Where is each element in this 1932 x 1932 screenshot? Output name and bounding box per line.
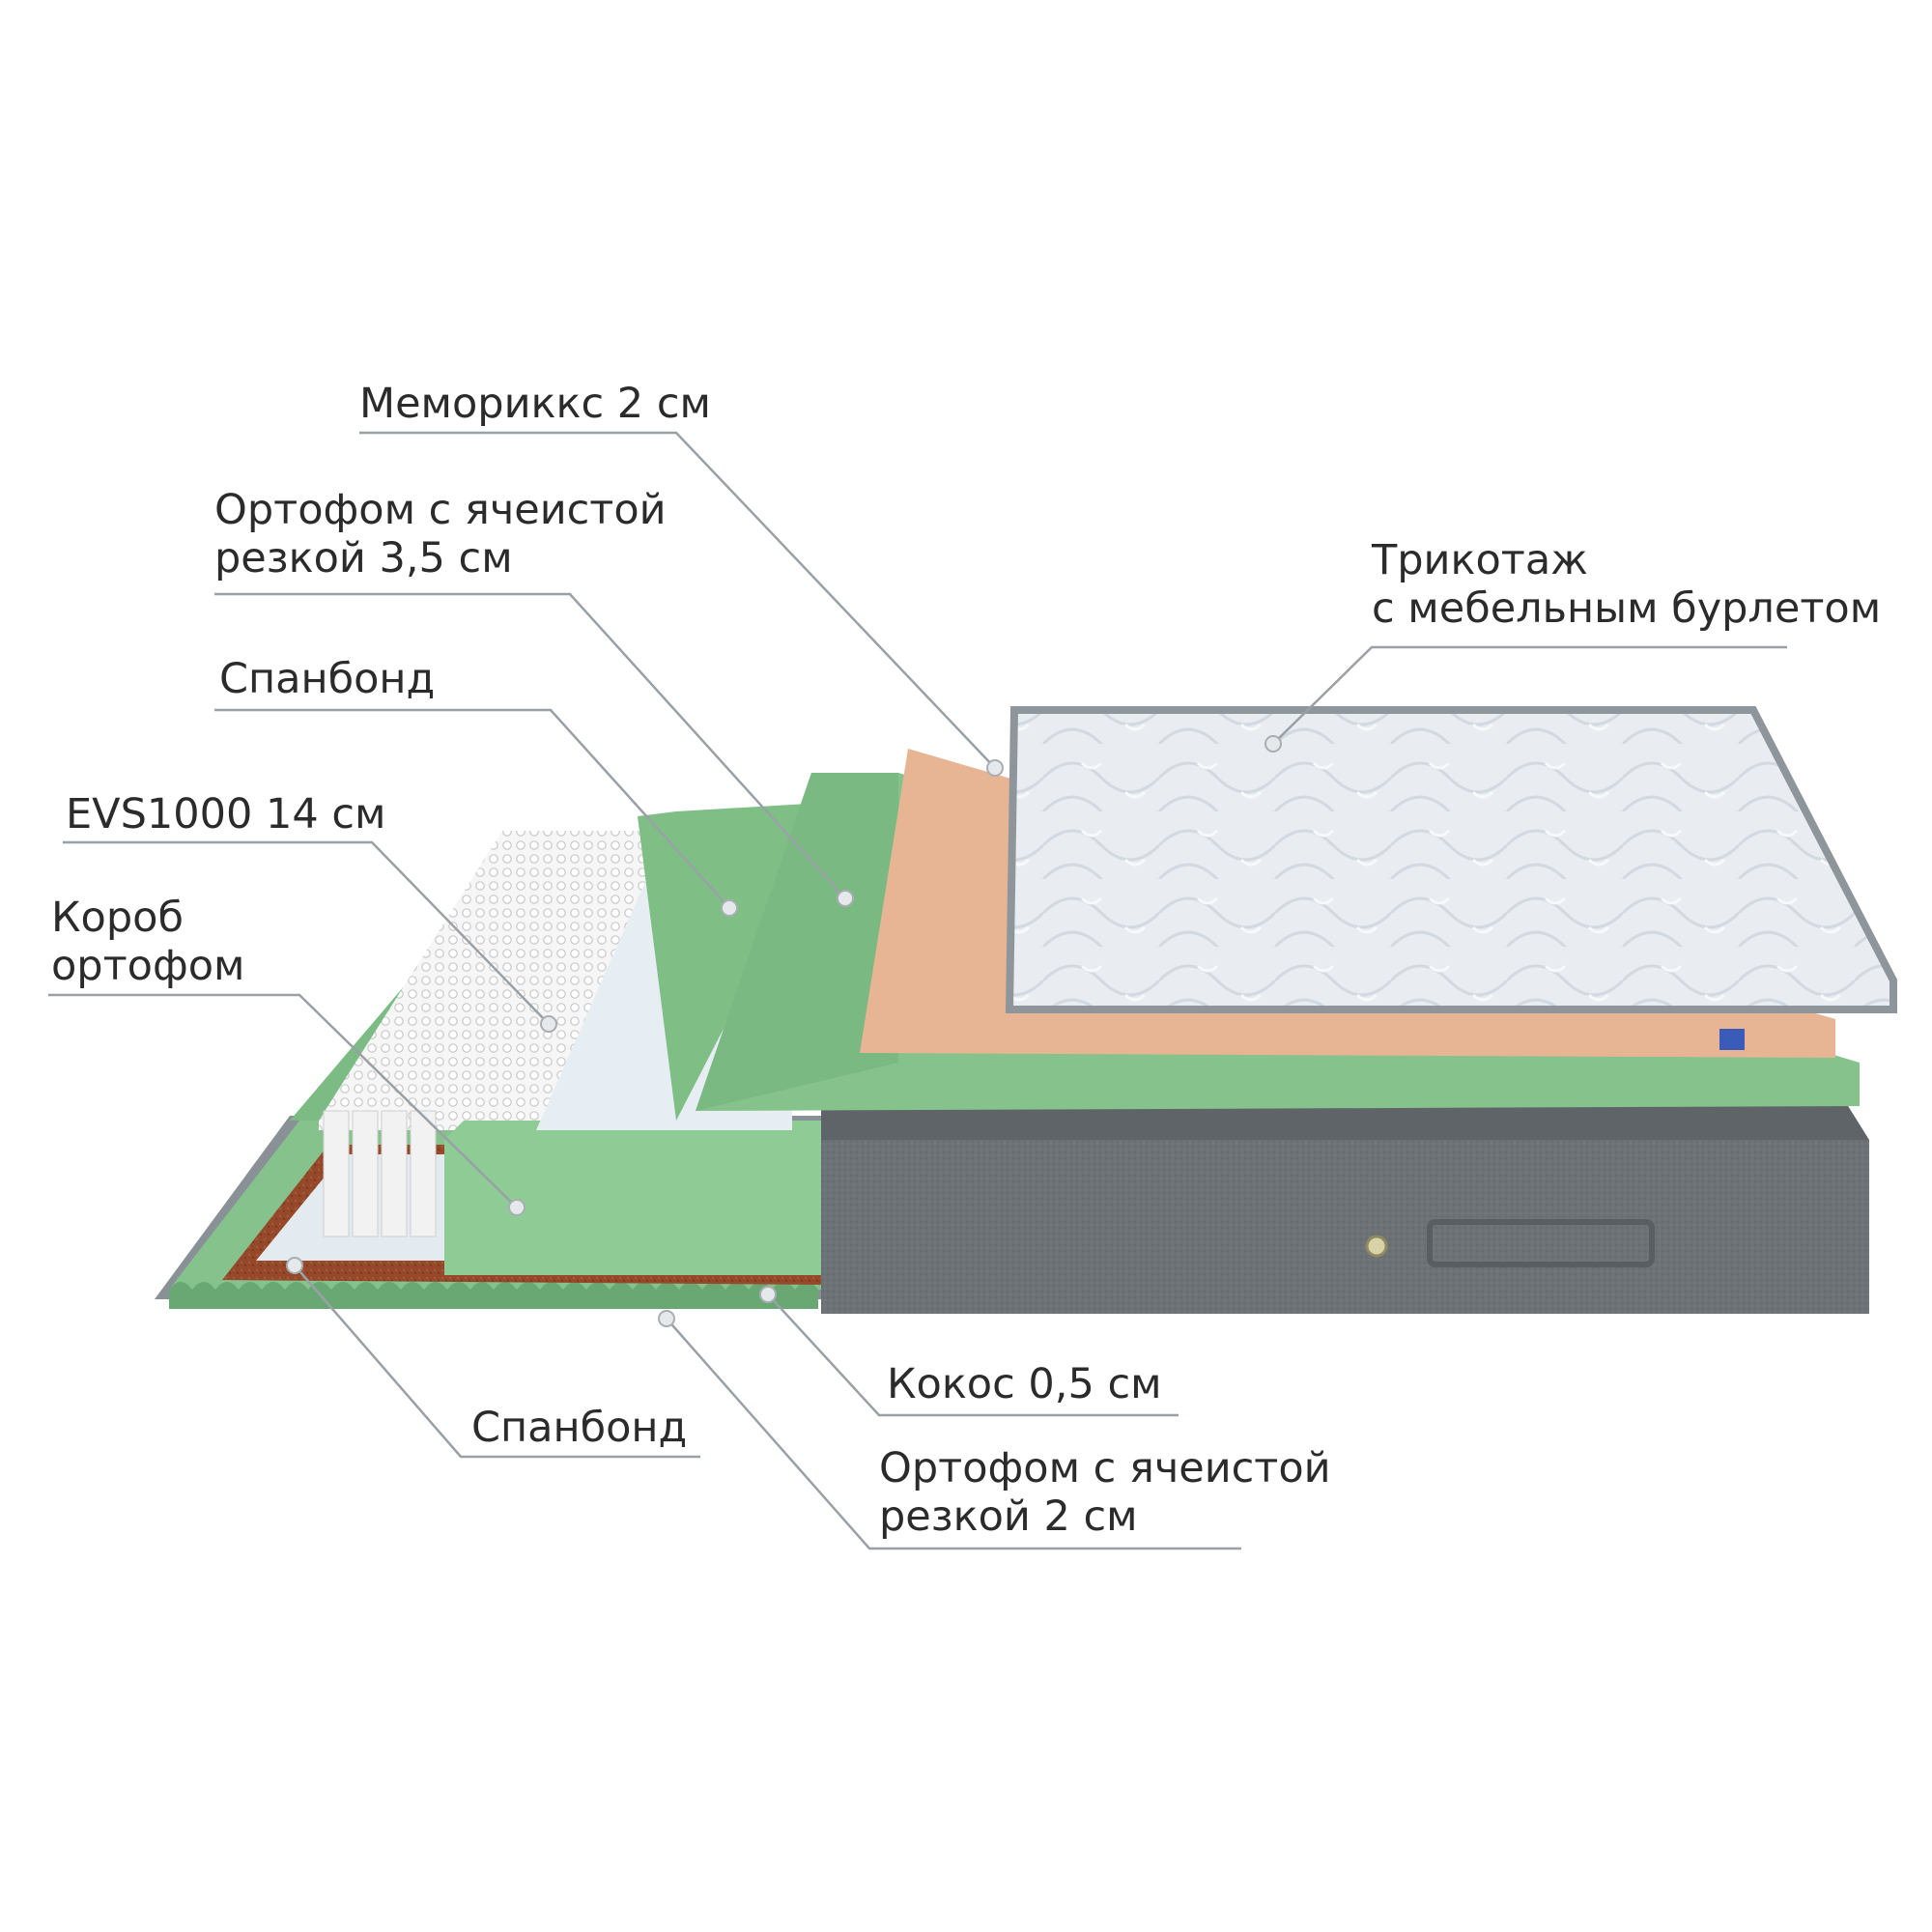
dot-ortofom-bottom — [658, 1310, 675, 1327]
dot-spanbond-bottom — [286, 1257, 303, 1274]
dot-evs — [540, 1015, 557, 1033]
label-memorix-line-1: Мемориккс 2 см — [359, 380, 711, 428]
dot-ortofom-top — [837, 890, 854, 907]
label-spanbond-bottom: Спанбонд — [471, 1404, 687, 1452]
leader-trikotazh — [1272, 645, 1787, 745]
label-spanbond-top: Спанбонд — [219, 655, 435, 703]
air-vent — [1365, 1235, 1388, 1258]
mattress-cover-top — [821, 1101, 1869, 1140]
label-ortofom-top-line-1: Ортофом с ячеистой — [214, 486, 667, 534]
ortofom-top-egg — [696, 773, 898, 1111]
label-ortofom-top: Ортофом с ячеистой резкой 3,5 см — [214, 486, 667, 582]
dot-spanbond-top — [721, 899, 738, 917]
label-kokos: Кокос 0,5 см — [887, 1360, 1162, 1408]
knit-top-layer — [1005, 706, 1897, 1013]
dot-trikotazh — [1264, 735, 1282, 753]
spring-front-columns — [323, 1110, 437, 1237]
leader-evs — [63, 840, 550, 1025]
leader-kokos — [767, 1293, 1179, 1417]
label-ortofom-bottom-line-1: Ортофом с ячеистой — [879, 1444, 1331, 1492]
label-korob-line-1: Короб — [51, 894, 184, 942]
dot-kokos — [759, 1286, 777, 1303]
side-handle — [1427, 1219, 1655, 1267]
leader-lines — [48, 431, 1787, 1550]
label-trikotazh-line-2: с мебельным бурлетом — [1372, 584, 1882, 633]
leader-dots — [286, 735, 1282, 1327]
label-spanbond-bottom-line-1: Спанбонд — [471, 1404, 688, 1452]
bottom-ortofom-wave — [169, 1282, 818, 1309]
leader-spanbond-bottom — [294, 1264, 700, 1459]
leader-ortofom-top — [214, 592, 846, 899]
leader-spanbond-top — [214, 708, 730, 909]
leader-korob — [48, 993, 518, 1208]
label-memorix: Мемориккс 2 см — [359, 380, 711, 428]
brand-tag — [1719, 1029, 1745, 1050]
leader-memorix — [359, 431, 996, 769]
dot-korob — [508, 1199, 526, 1216]
label-trikotazh: Трикотаж с мебельным бурлетом — [1372, 536, 1881, 633]
label-evs: EVS1000 14 см — [66, 790, 385, 838]
leader-ortofom-bottom — [666, 1318, 1241, 1550]
label-korob-line-2: ортофом — [51, 942, 245, 990]
label-evs-line-1: EVS1000 14 см — [66, 790, 386, 838]
label-ortofom-bottom-line-2: резкой 2 см — [879, 1492, 1138, 1541]
label-ortofom-top-line-2: резкой 3,5 см — [214, 534, 513, 582]
label-trikotazh-line-1: Трикотаж — [1372, 536, 1588, 584]
mattress-cover-body — [821, 1121, 1869, 1314]
dot-memorix — [986, 759, 1004, 777]
label-kokos-line-1: Кокос 0,5 см — [887, 1360, 1162, 1408]
label-spanbond-top-line-1: Спанбонд — [219, 655, 436, 703]
label-ortofom-bottom: Ортофом с ячеистой резкой 2 см — [879, 1444, 1331, 1541]
label-korob: Короб ортофом — [51, 894, 244, 990]
korob-front-block — [444, 1121, 831, 1275]
